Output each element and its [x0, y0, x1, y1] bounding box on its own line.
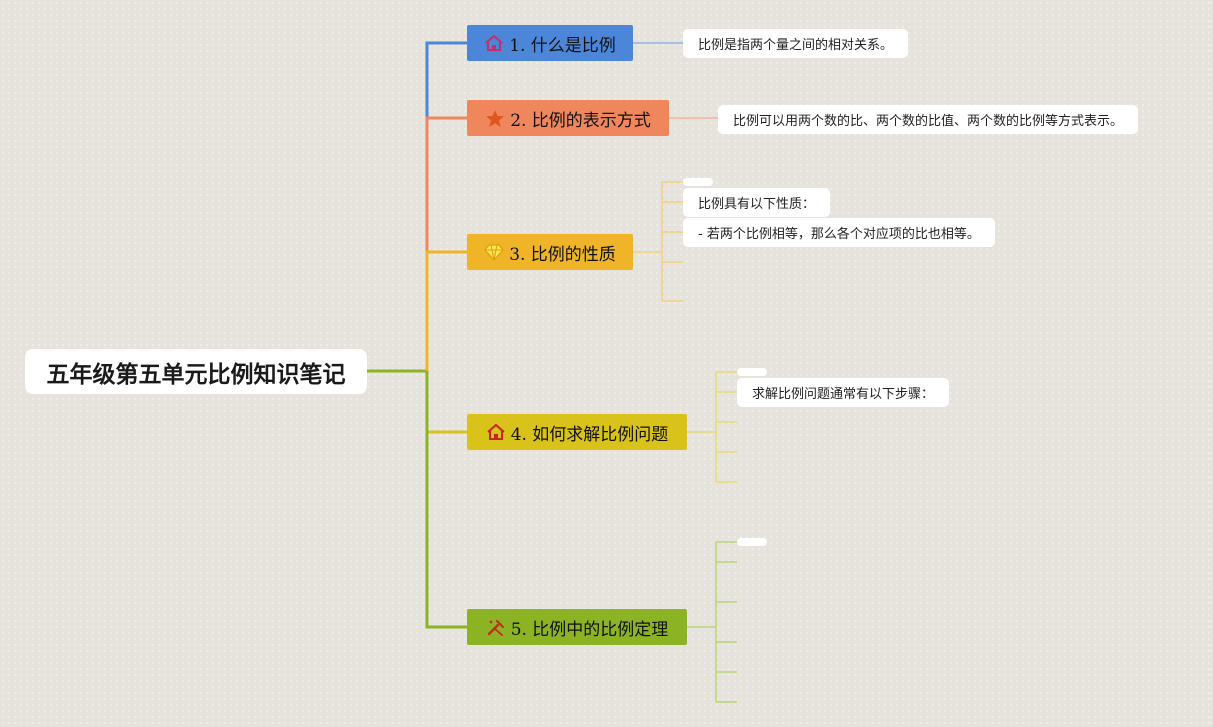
branch-theorem[interactable]: 5. 比例中的比例定理 — [467, 609, 687, 645]
branch-label: 2. 比例的表示方式 — [510, 110, 651, 131]
note-representation[interactable]: 比例可以用两个数的比、两个数的比值、两个数的比例等方式表示。 — [718, 105, 1139, 134]
leaf-fan-4 — [687, 371, 737, 483]
leaf-fan-3 — [633, 181, 683, 302]
spine-green — [425, 371, 467, 629]
empty-note[interactable] — [737, 368, 767, 376]
note-properties-intro[interactable]: 比例具有以下性质： — [683, 188, 831, 217]
tools-icon — [487, 620, 504, 636]
branch-label: 3. 比例的性质 — [509, 244, 616, 265]
note-properties-rule[interactable]: - 若两个比例相等，那么各个对应项的比也相等。 — [683, 218, 995, 247]
note-definition[interactable]: 比例是指两个量之间的相对关系。 — [683, 29, 909, 58]
spine-gold — [425, 371, 467, 434]
branch-representation[interactable]: 2. 比例的表示方式 — [467, 100, 669, 136]
diamond-icon — [484, 244, 504, 261]
empty-note[interactable] — [737, 538, 767, 546]
branch-label: 5. 比例中的比例定理 — [510, 619, 669, 640]
house-icon — [485, 34, 503, 51]
house-icon — [487, 423, 505, 440]
branch-label: 4. 如何求解比例问题 — [510, 424, 669, 445]
leaf-fan-5 — [687, 541, 737, 703]
star-icon — [486, 109, 505, 127]
branch-label: 1. 什么是比例 — [509, 35, 616, 56]
branch-what-is-ratio[interactable]: 1. 什么是比例 — [467, 25, 633, 61]
empty-note[interactable] — [683, 178, 713, 186]
spine-yellow — [425, 250, 467, 371]
spine-blue — [425, 41, 467, 250]
spine-orange — [425, 116, 467, 252]
branch-solving[interactable]: 4. 如何求解比例问题 — [467, 414, 687, 450]
note-solving-steps[interactable]: 求解比例问题通常有以下步骤： — [737, 378, 950, 407]
root-topic[interactable]: 五年级第五单元比例知识笔记 — [25, 349, 367, 394]
branch-properties[interactable]: 3. 比例的性质 — [467, 234, 633, 270]
